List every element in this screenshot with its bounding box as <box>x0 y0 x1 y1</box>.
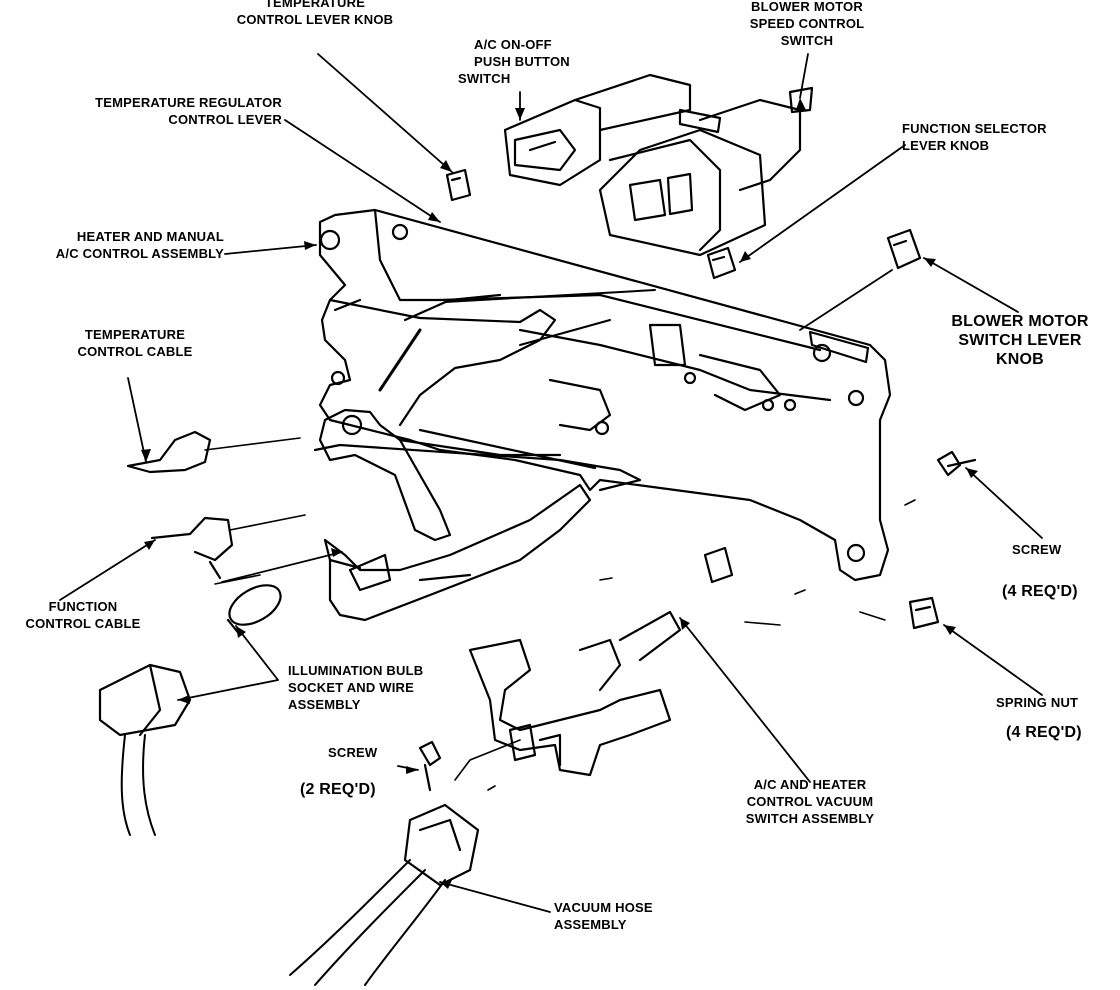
label-line: KNOB <box>996 351 1044 368</box>
label-blower-lever-knob: BLOWER MOTOR SWITCH LEVER KNOB <box>928 312 1112 369</box>
label-line: SWITCH ASSEMBLY <box>745 811 875 826</box>
label-function-control-cable: FUNCTION CONTROL CABLE <box>20 598 146 632</box>
label-ac-pushbutton-switch: A/C ON-OFF PUSH BUTTON SWITCH <box>458 36 570 87</box>
label-screw-right: SCREW <box>1012 541 1061 558</box>
label-line: (2 REQ'D) <box>300 781 376 798</box>
blower-lever-knob <box>886 228 922 270</box>
label-heater-ac-control-assembly: HEATER AND MANUAL A/C CONTROL ASSEMBLY <box>20 228 224 262</box>
function-control-cable <box>150 514 306 580</box>
label-line: SPRING NUT <box>996 695 1079 710</box>
heater-control-assembly <box>313 208 892 622</box>
label-line: SCREW <box>1012 542 1062 557</box>
label-line: SPEED CONTROL <box>749 16 865 31</box>
label-line: BLOWER MOTOR <box>951 313 1089 330</box>
label-line: ASSEMBLY <box>554 917 627 932</box>
vacuum-switch-assembly <box>454 610 682 781</box>
label-line: PUSH BUTTON <box>474 54 570 69</box>
leader-arrowheads <box>141 98 978 889</box>
label-line: BLOWER MOTOR <box>751 0 863 14</box>
label-line: ILLUMINATION BULB <box>288 663 424 678</box>
label-line: TEMPERATURE REGULATOR <box>95 95 282 110</box>
blower-speed-switch <box>598 86 814 257</box>
label-spring-nut-qty: (4 REQ'D) <box>1006 723 1082 742</box>
label-line: FUNCTION SELECTOR <box>902 121 1047 136</box>
label-line: A/C AND HEATER <box>753 777 867 792</box>
spring-nut <box>908 596 940 630</box>
illumination-bulb-assembly <box>98 584 282 836</box>
label-temperature-control-cable: TEMPERATURE CONTROL CABLE <box>50 326 220 360</box>
label-line: SOCKET AND WIRE <box>288 680 415 695</box>
label-line: SCREW <box>328 745 378 760</box>
label-temperature-lever-knob: TEMPERATURE CONTROL LEVER KNOB <box>210 0 420 28</box>
label-spring-nut: SPRING NUT <box>996 694 1078 711</box>
label-line: SWITCH LEVER <box>958 332 1082 349</box>
clip-center <box>703 546 734 584</box>
label-line: HEATER AND MANUAL <box>76 229 224 244</box>
label-temperature-regulator-lever: TEMPERATURE REGULATOR CONTROL LEVER <box>40 94 282 128</box>
label-screw-left: SCREW <box>328 744 377 761</box>
temperature-control-cable <box>126 430 301 474</box>
label-line: CONTROL LEVER KNOB <box>236 12 394 27</box>
label-line: VACUUM HOSE <box>554 900 653 915</box>
label-screw-left-qty: (2 REQ'D) <box>300 780 376 799</box>
label-screw-right-qty: (4 REQ'D) <box>1002 582 1078 601</box>
label-function-selector-knob: FUNCTION SELECTOR LEVER KNOB <box>902 120 1047 154</box>
guide-marks <box>214 499 916 791</box>
ac-pushbutton-switch <box>503 73 692 187</box>
label-line: CONTROL CABLE <box>77 344 193 359</box>
label-line: LEVER KNOB <box>902 138 990 153</box>
label-line: ASSEMBLY <box>288 697 361 712</box>
label-illumination-bulb-assembly: ILLUMINATION BULB SOCKET AND WIRE ASSEMB… <box>288 662 423 713</box>
label-line: (4 REQ'D) <box>1006 724 1082 741</box>
label-line: CONTROL VACUUM <box>746 794 874 809</box>
label-line: CONTROL LEVER <box>168 112 282 127</box>
label-line: (4 REQ'D) <box>1002 583 1078 600</box>
label-blower-speed-switch: BLOWER MOTOR SPEED CONTROL SWITCH <box>712 0 902 49</box>
label-line: A/C ON-OFF <box>474 37 552 52</box>
label-line: FUNCTION <box>48 599 118 614</box>
label-line: TEMPERATURE <box>84 327 186 342</box>
function-selector-knob <box>706 246 737 280</box>
label-line: SWITCH <box>780 33 834 48</box>
label-line: CONTROL CABLE <box>25 616 141 631</box>
temperature-lever-knob <box>445 168 472 202</box>
label-vacuum-hose-assembly: VACUUM HOSE ASSEMBLY <box>554 899 653 933</box>
label-vacuum-switch-assembly: A/C AND HEATER CONTROL VACUUM SWITCH ASS… <box>722 776 898 827</box>
leader-lines <box>59 53 1043 913</box>
screw-left <box>418 740 442 792</box>
vacuum-hose-connector <box>289 803 480 986</box>
label-line: SWITCH <box>458 71 511 86</box>
label-line: A/C CONTROL ASSEMBLY <box>55 246 224 261</box>
label-line: TEMPERATURE <box>264 0 366 10</box>
screw-right <box>936 450 977 477</box>
